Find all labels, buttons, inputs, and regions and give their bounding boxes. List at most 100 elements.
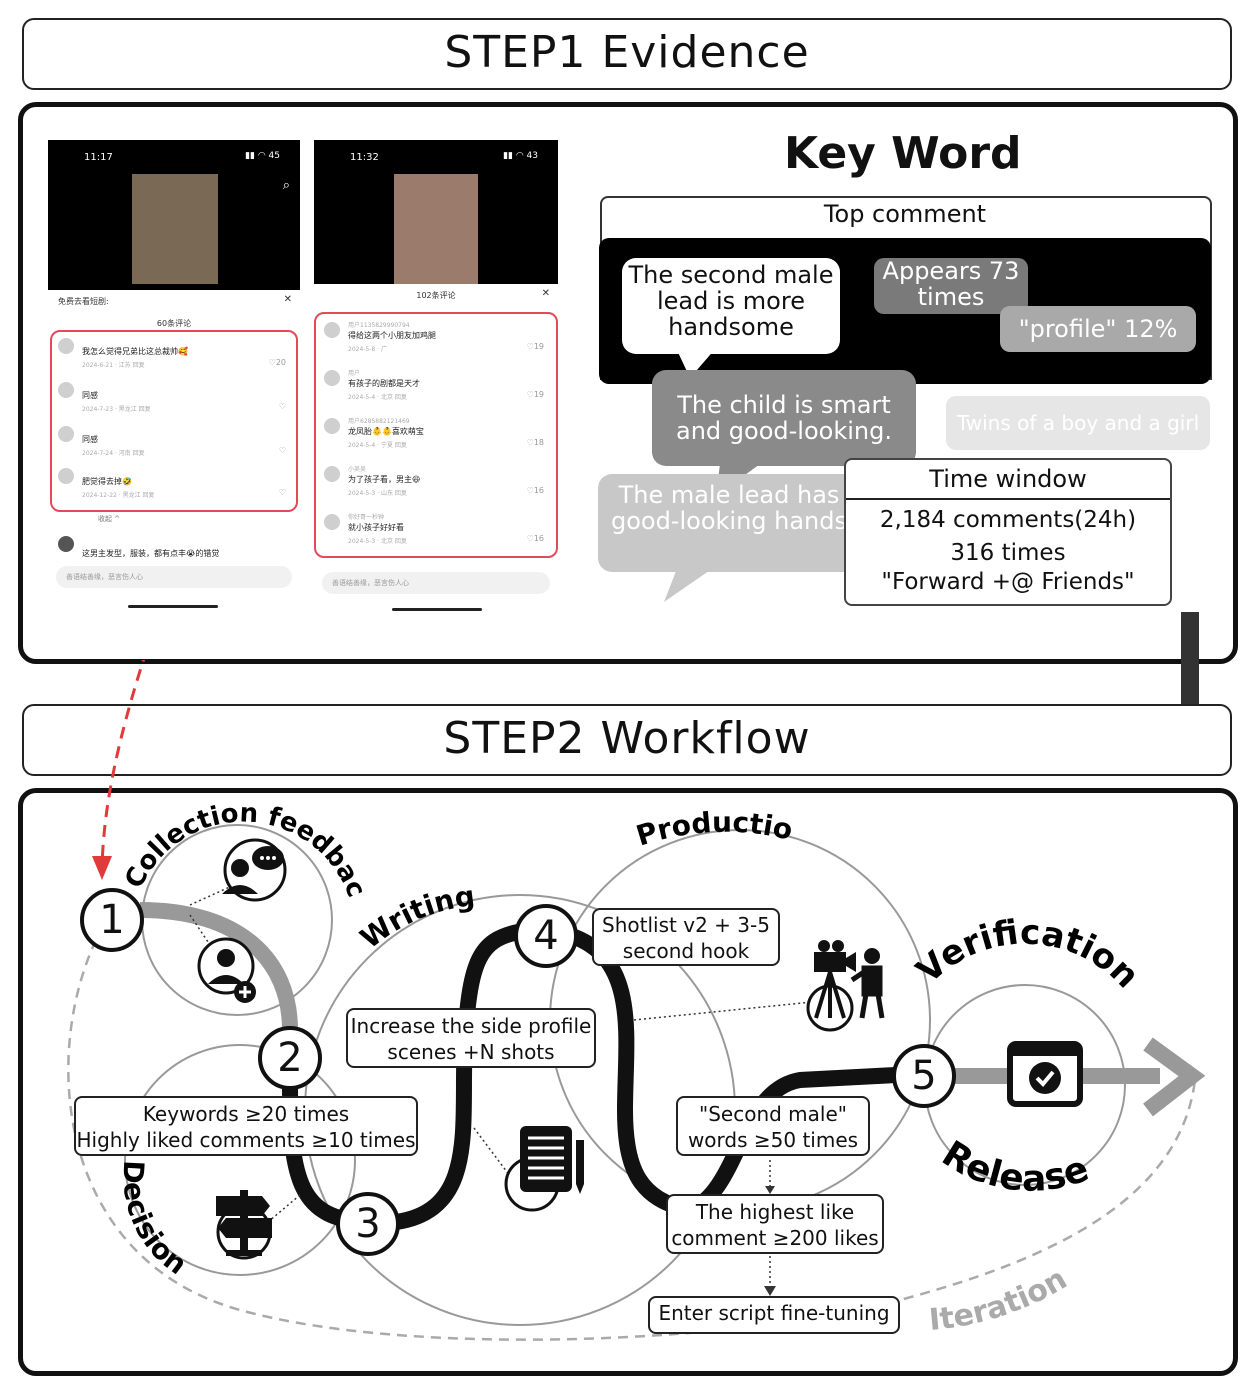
like-icon[interactable]: ♡16 (526, 486, 544, 495)
status-time: 11:32 (350, 152, 379, 163)
like-icon[interactable]: ♡18 (526, 438, 544, 447)
time-window-line: "Forward +@ Friends" (881, 569, 1135, 595)
like-icon[interactable]: ♡20 (268, 358, 286, 367)
like-icon[interactable]: ♡19 (526, 390, 544, 399)
avatar (324, 370, 340, 386)
close-icon[interactable]: ✕ (283, 294, 292, 305)
search-icon[interactable]: ⌕ (282, 178, 290, 193)
camera-check-icon (1007, 1041, 1083, 1107)
comment-text: 龙凤胎👶👶喜欢萌宝 (348, 427, 424, 436)
comment-text: 有孩子的剧都是天才 (348, 379, 420, 388)
camera-crew-icon (806, 940, 885, 1032)
comment-meta: 2024-7-24 · 河南 回复 (82, 450, 145, 457)
stage-circle-decision (124, 1044, 356, 1276)
highlight-box (314, 312, 558, 558)
phone-screenshot-2: 11:32 ▮▮ ◠ 43 102条评论 ✕ 用户1135829990794 得… (314, 140, 558, 614)
comment-text: 肥觉得去掉🤣 (82, 477, 132, 486)
status-time: 11:17 (84, 152, 113, 163)
comment-row: 这男主发型，服装，都有点丰😭的错觉 (58, 534, 290, 574)
comment-input[interactable]: 善语结善缘，恶言伤人心 (322, 572, 550, 594)
comment-text: 我怎么觉得兄弟比这总裁帅🥰 (82, 347, 188, 356)
avatar (58, 468, 74, 484)
evidence-link-arrowhead (92, 856, 112, 880)
appears-count-badge: Appears 73 times (874, 258, 1028, 314)
time-window-box: Time window 2,184 comments(24h) 316 time… (844, 458, 1172, 606)
add-user-icon (197, 937, 256, 1003)
time-window-line: 316 times (950, 540, 1066, 566)
home-indicator (128, 605, 218, 608)
highlight-box (50, 330, 298, 512)
fine-tuning-box: Enter script fine-tuning (648, 1296, 900, 1334)
path-segment-3-4 (394, 924, 520, 1230)
like-icon[interactable]: ♡ (278, 402, 286, 411)
box-line: scenes +N shots (387, 1040, 555, 1064)
sheet-title: 免费去看短剧: (58, 297, 109, 306)
comment-meta: 2024-5-8 · 广 (348, 346, 387, 353)
box-line: Increase the side profile (350, 1014, 592, 1038)
like-icon[interactable]: ♡19 (526, 342, 544, 351)
workflow-diagram: Collection feedback Writing Production V… (0, 660, 1206, 1341)
close-icon[interactable]: ✕ (541, 288, 550, 299)
comment-row: 用户6285882121469 龙凤胎👶👶喜欢萌宝 2024-5-4 · 宁夏 … (324, 416, 548, 456)
like-icon[interactable]: ♡16 (526, 534, 544, 543)
time-window-title: Time window (846, 460, 1170, 500)
step1-header: STEP1 Evidence (22, 18, 1232, 90)
avatar (324, 466, 340, 482)
stage-label-verification: Verification (909, 912, 1147, 996)
comment-row: 小吴吴 为了孩子看，男主😆 2024-5-3 · 山东 回复 ♡16 (324, 464, 548, 504)
box-line: The highest like (695, 1200, 855, 1224)
comment-text: 为了孩子看，男主😆 (348, 475, 421, 484)
comment-row: 用户1135829990794 得给这两个小朋友加鸡腿 2024-5-8 · 广… (324, 320, 548, 360)
connector-arrowhead (764, 1286, 776, 1296)
status-battery: ▮▮ ◠ 43 (503, 151, 538, 161)
phone-screenshot-1: 11:17 ▮▮ ◠ 45 ⌕ 免费去看短剧: ✕ 60条评论 我怎么觉得兄弟比… (48, 140, 300, 610)
stage-label-release: Release (935, 1133, 1094, 1200)
like-icon[interactable]: ♡ (278, 446, 286, 455)
collapse-link[interactable]: 收起 ^ (98, 515, 121, 523)
comment-meta: 2024-5-4 · 宁夏 回复 (348, 442, 407, 449)
step2-title: STEP2 Workflow (443, 713, 811, 764)
bubble-tail-main (676, 348, 716, 378)
comment-text: 这男主发型，服装，都有点丰😭的错觉 (82, 549, 220, 558)
box-line: comment ≥200 likes (671, 1226, 879, 1250)
stage-label-decision: Decision (116, 1159, 193, 1281)
comment-user: 你好哥一秒钟 (348, 514, 385, 521)
video-thumbnail (394, 174, 478, 284)
box-line: Keywords ≥20 times (142, 1102, 350, 1126)
stage-label-production: Production (0, 660, 796, 853)
comment-row: 你好哥一秒钟 就小孩子好好看 2024-5-3 · 北京 回复 ♡16 (324, 512, 548, 552)
video-thumbnail (132, 174, 218, 284)
comment-text: 就小孩子好好看 (348, 523, 404, 532)
twins-badge: Twins of a boy and a girl (946, 396, 1210, 450)
comment-meta: 2024-7-23 · 黑龙江 回复 (82, 406, 151, 413)
like-icon[interactable]: ♡ (278, 488, 286, 497)
side-profile-box: Increase the side profile scenes +N shot… (346, 1008, 596, 1068)
box-line: Highly liked comments ≥10 times (76, 1128, 416, 1152)
connector (633, 1001, 813, 1021)
step-node-1: 1 (80, 888, 144, 952)
connector (189, 914, 211, 946)
bubble-child-smart: The child is smart and good-looking. (652, 370, 916, 466)
status-battery: ▮▮ ◠ 45 (245, 151, 280, 161)
chat-people-icon (222, 838, 287, 902)
stage-label-writing: Writing (354, 879, 477, 955)
comment-text: 同感 (82, 435, 98, 444)
avatar (58, 382, 74, 398)
comment-row: 同感 2024-7-23 · 黑龙江 回复 ♡ (58, 380, 290, 420)
comment-user: 用户1135829990794 (348, 322, 410, 329)
second-male-threshold-box: "Second male" words ≥50 times (676, 1096, 870, 1156)
comment-row: 同感 2024-7-24 · 河南 回复 ♡ (58, 424, 290, 464)
comment-meta: 2024-12-22 · 黑龙江 回复 (82, 492, 155, 499)
comment-meta: 2024-5-3 · 北京 回复 (348, 538, 407, 545)
path-segment-4-down (568, 928, 692, 1218)
comment-user: 小吴吴 (348, 466, 367, 473)
comment-user: 用户6285882121469 (348, 418, 410, 425)
highest-like-box: The highest like comment ≥200 likes (666, 1194, 884, 1254)
comment-meta: 2024-6-21 · 江苏 回复 (82, 362, 145, 369)
comment-input[interactable]: 善语结善缘，恶言伤人心 (56, 566, 292, 588)
comment-row: 用户 有孩子的剧都是天才 2024-5-4 · 北京 回复 ♡19 (324, 368, 548, 408)
profile-percent-badge: "profile" 12% (1000, 306, 1196, 352)
comment-user: 用户 (348, 370, 361, 377)
comment-count: 102条评论 (416, 291, 456, 300)
time-window-line: 2,184 comments(24h) (879, 507, 1137, 533)
